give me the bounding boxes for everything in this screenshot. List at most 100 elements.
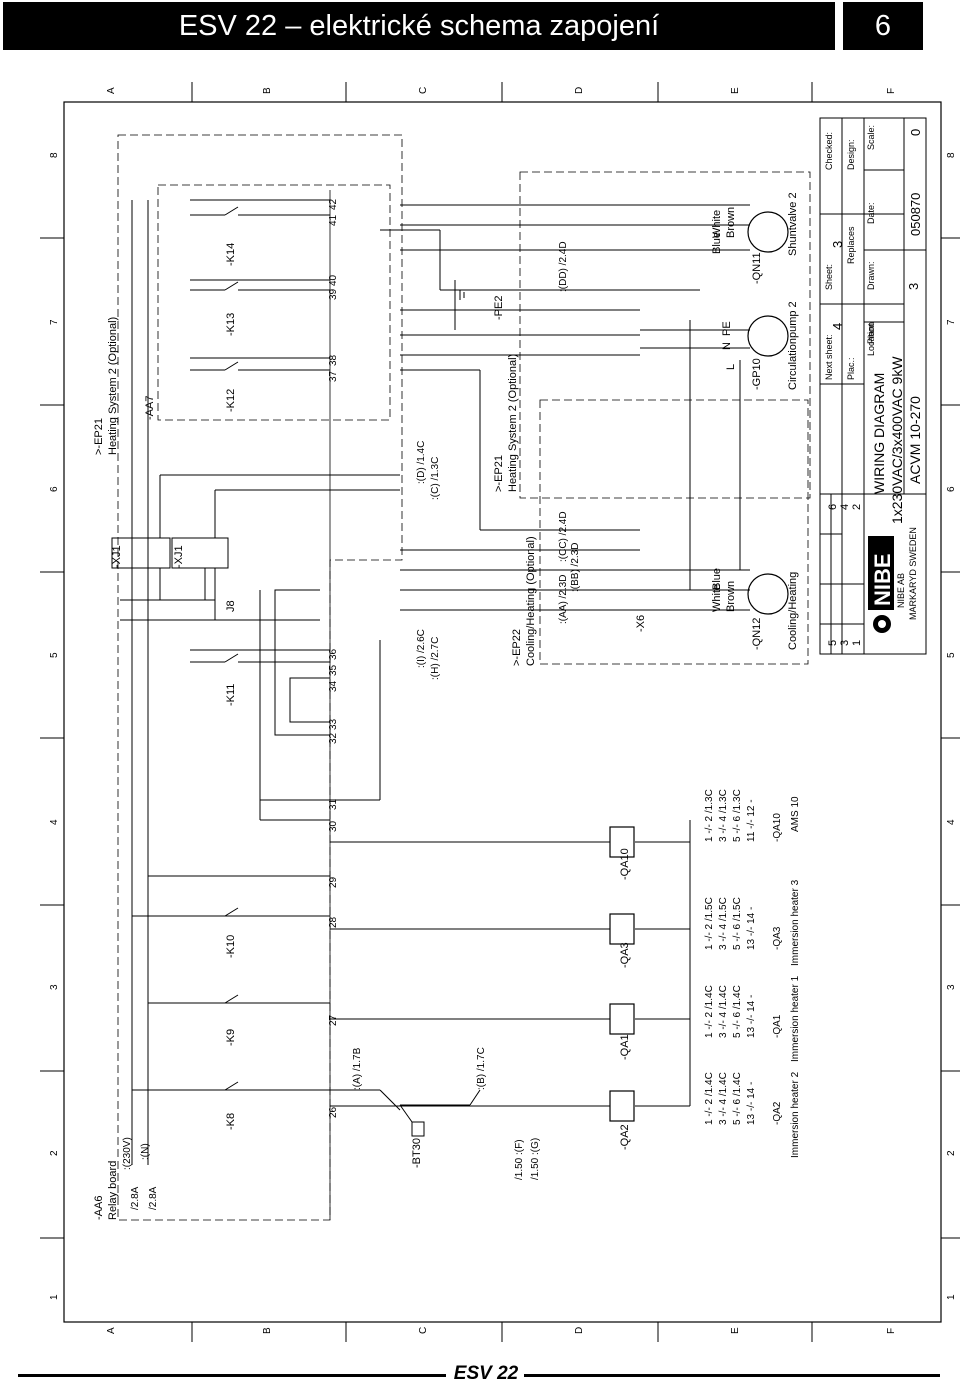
motor-qn12-wire-3: Blue [711, 568, 723, 590]
xref-b: :(B) /1.7C [476, 1047, 487, 1090]
motor-qn11 [747, 211, 789, 253]
tb-label-next: Next sheet: [824, 334, 834, 380]
row-label-6-left: 6 [49, 486, 60, 492]
col-label-e-top: E [730, 87, 741, 94]
xref-h: :(H) /2.7C [430, 637, 441, 680]
relay-k14-label: -K14 [225, 243, 237, 266]
row-label-3-right: 3 [946, 984, 957, 990]
terminal-26: 26 [328, 1106, 339, 1118]
motor-gp10 [747, 315, 789, 357]
aa7-ref: -AA7 [144, 396, 156, 420]
qa1-block-row-3: 5 -/- 6 /1.4C [732, 985, 743, 1038]
footer-rule-right [524, 1374, 940, 1377]
qa3-block-title: Immersion heater 3 [790, 879, 801, 966]
terminal-27: 27 [328, 1014, 339, 1026]
tb-title-line-3: ACVM 10-270 [907, 396, 923, 484]
motor-qn11-wire-1: White [711, 210, 723, 238]
page-title: ESV 22 – elektrické schema zapojení [3, 2, 835, 50]
xref-f: /1.50 :(F) [514, 1139, 525, 1180]
column-ticks [40, 82, 960, 1342]
terminal-37: 37 [328, 370, 339, 382]
terminal-40: 40 [328, 274, 339, 286]
xref-d: :(D) /1.4C [416, 441, 427, 484]
terminal-33: 33 [328, 718, 339, 730]
tb-rev-3: 2 [851, 504, 863, 510]
tb-rev-4: 5 [827, 640, 839, 646]
ep22-name: Cooling/Heating (Optional) [525, 536, 537, 666]
terminal-38: 38 [328, 354, 339, 366]
terminal-39: 39 [328, 288, 339, 300]
relay-contacts [190, 199, 330, 1091]
qa3-block-row-1: 1 -/- 2 /1.5C [704, 897, 715, 950]
aa6-name: Relay board [107, 1161, 119, 1220]
footer-rule-left [18, 1374, 446, 1377]
tb-label-checked: Checked: [824, 132, 834, 170]
row-label-2-right: 2 [946, 1150, 957, 1156]
xref-i: :(I) /2.6C [416, 629, 427, 668]
qa1-block-row-1: 1 -/- 2 /1.4C [704, 985, 715, 1038]
terminal-32: 32 [328, 732, 339, 744]
motor-gp10-wire-2: N [721, 342, 733, 350]
tb-label-scale: Scale: [866, 125, 876, 150]
nibe-logo-text: NIBE [870, 553, 895, 606]
tb-company-address: MARKARYD SWEDEN [908, 527, 918, 620]
terminal-29: 29 [328, 876, 339, 888]
tb-rev-5: 3 [839, 640, 851, 646]
ep21-name: Heating System 2 (Optional) [107, 317, 119, 455]
row-label-8-right: 8 [946, 152, 957, 158]
tb-next-sheet-value: 4 [830, 323, 845, 330]
motor-qn12-wire-1: White [711, 584, 723, 612]
contactor-qa1-label: -QA1 [619, 1034, 631, 1060]
contactor-qa3-label: -QA3 [619, 942, 631, 968]
bt30-thermostat [330, 1089, 481, 1137]
contactor-qa2-label: -QA2 [619, 1124, 631, 1150]
col-label-b-bottom: B [262, 1327, 273, 1334]
qa2-block-row-3: 5 -/- 6 /1.4C [732, 1072, 743, 1125]
qa1-block-title: Immersion heater 1 [790, 975, 801, 1062]
motor-gp10-wire-3: PE [721, 321, 733, 336]
qa10-block-title: AMS 10 [790, 796, 801, 832]
aa7-boundary [157, 184, 391, 421]
relay-k9-label: -K9 [225, 1029, 237, 1046]
col-label-e-bottom: E [730, 1327, 741, 1334]
connector-x6: -X6 [635, 615, 647, 632]
tb-label-replaces: Replaces [846, 226, 856, 264]
tb-title-line-1: WIRING DIAGRAM [871, 373, 887, 494]
motor-qn11-name: Shuntvalve 2 [787, 192, 799, 256]
xref-cc: :(CC) /2.4D [558, 511, 569, 562]
col-label-b-top: B [262, 87, 273, 94]
relay-k11-label: -K11 [225, 684, 237, 706]
contactor-coils [609, 826, 635, 1122]
tb-company: NIBE AB [896, 573, 906, 608]
ep-wiring [380, 204, 750, 611]
relay-k10-label: -K10 [225, 935, 237, 958]
terminal-loop [274, 589, 330, 736]
qa3-block-row-2: 3 -/- 4 /1.5C [718, 897, 729, 950]
ep22-ref: >-EP22 [511, 629, 523, 666]
col-label-d-top: D [574, 87, 585, 94]
nibe-logo: NIBE [868, 536, 895, 633]
row-label-2-left: 2 [49, 1150, 60, 1156]
row-label-4-right: 4 [946, 819, 957, 825]
xref-aa: :(AA) /2.3D [558, 575, 569, 624]
qa2-block-row-2: 3 -/- 4 /1.4C [718, 1072, 729, 1125]
tb-label-location: Location [866, 322, 876, 356]
page-number: 6 [843, 2, 923, 50]
col-label-a-bottom: A [106, 1327, 117, 1334]
contactor-qa10-label: -QA10 [619, 848, 631, 880]
tb-rev-2: 4 [839, 504, 851, 510]
motor-gp10-wire-1: L [725, 364, 737, 370]
qa10-block-row-1: 1 -/- 2 /1.3C [704, 789, 715, 842]
drawing-frame-inner [63, 101, 942, 1323]
xref-g: /1.50 :(G) [530, 1138, 541, 1180]
qa2-block-ref: -QA2 [772, 1101, 783, 1125]
qa10-block-row-4: 11 -/- 12 - [746, 799, 757, 842]
row-label-1-left: 1 [49, 1294, 60, 1300]
terminal-41: 41 [328, 214, 339, 226]
ep21b-ref: >-EP21 [493, 455, 505, 492]
tb-location-value: 3 [906, 283, 921, 290]
connector-xj1-a: -XJ1 [111, 545, 123, 568]
pe2-earth [454, 280, 465, 330]
motor-qn12-wire-2: Brown [725, 581, 737, 612]
qa10-block-ref: -QA10 [772, 813, 783, 842]
